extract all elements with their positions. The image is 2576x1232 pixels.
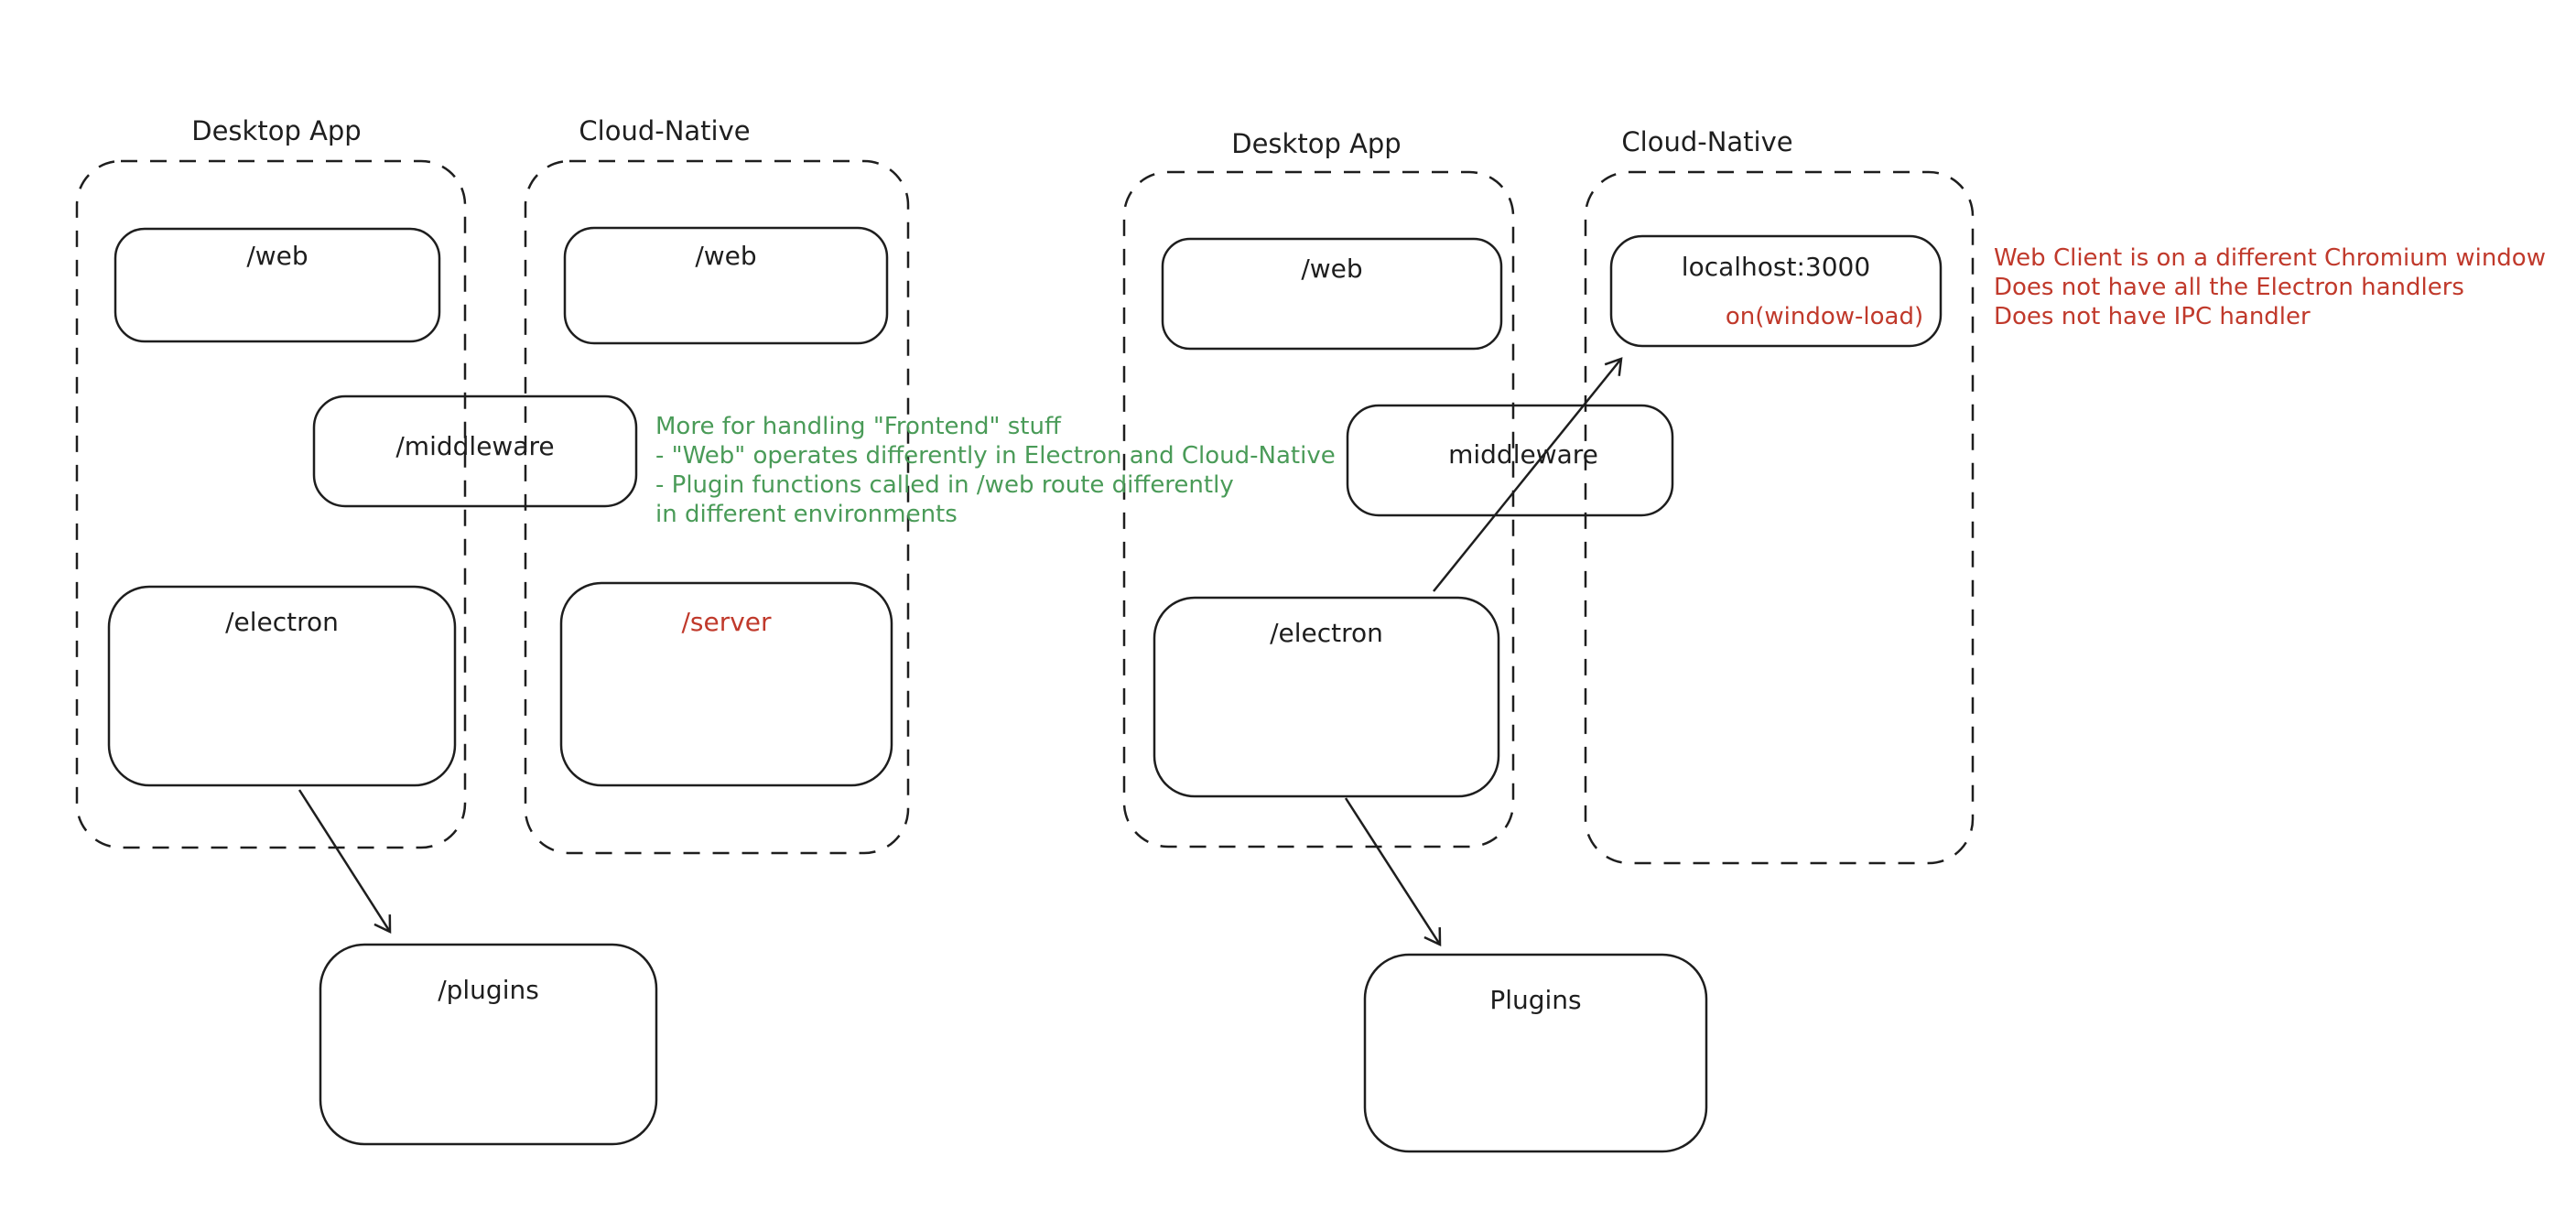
note-green-line-4: in different environments <box>655 501 958 528</box>
label-web-right: /web <box>1301 254 1363 284</box>
label-electron-right: /electron <box>1270 618 1383 648</box>
note-green-line-1: More for handling "Frontend" stuff <box>655 413 1061 440</box>
label-desktop-app-right: Desktop App <box>1231 128 1402 159</box>
note-green-line-3: - Plugin functions called in /web route … <box>655 471 1234 499</box>
container-cloud-native-right <box>1584 170 1975 865</box>
label-electron-left: /electron <box>225 607 339 637</box>
label-desktop-app-left: Desktop App <box>191 115 362 146</box>
container-desktop-app-right <box>1122 170 1515 848</box>
box-server-left <box>559 581 893 787</box>
label-on-window-load: on(window-load) <box>1725 303 1924 330</box>
box-electron-left <box>107 585 457 787</box>
label-middleware-right: middleware <box>1448 439 1598 470</box>
box-plugins-left <box>319 943 658 1146</box>
label-plugins-right: Plugins <box>1489 985 1582 1015</box>
label-cloud-native-left: Cloud-Native <box>579 115 751 146</box>
box-middleware-left <box>312 394 638 508</box>
note-red-line-1: Web Client is on a different Chromium wi… <box>1994 244 2546 272</box>
arrow-electron-to-localhost-right <box>1433 357 1623 592</box>
box-web-right <box>1161 237 1503 351</box>
box-electron-right <box>1153 596 1500 798</box>
label-server-left: /server <box>681 607 772 637</box>
note-frontend-green: More for handling "Frontend" stuff - "We… <box>655 412 1336 529</box>
box-middleware-right <box>1346 404 1674 517</box>
note-web-client-red: Web Client is on a different Chromium wi… <box>1994 243 2546 331</box>
label-cloud-native-right: Cloud-Native <box>1621 126 1793 157</box>
label-plugins-left: /plugins <box>438 975 539 1005</box>
box-web-desktop-left <box>114 227 441 343</box>
arrow-electron-to-plugins-left <box>298 789 392 934</box>
label-web-cloud-left: /web <box>695 241 757 271</box>
box-web-cloud-left <box>563 226 889 345</box>
container-desktop-app-left <box>75 159 467 849</box>
box-plugins-right <box>1363 953 1708 1153</box>
note-red-line-2: Does not have all the Electron handlers <box>1994 274 2464 301</box>
label-web-desktop-left: /web <box>246 241 308 271</box>
note-green-line-2: - "Web" operates differently in Electron… <box>655 442 1336 470</box>
box-localhost-3000 <box>1609 234 1943 348</box>
label-localhost-3000: localhost:3000 <box>1681 252 1871 282</box>
note-red-line-3: Does not have IPC handler <box>1994 303 2311 330</box>
label-middleware-left: /middleware <box>395 431 555 461</box>
arrow-electron-to-plugins-right <box>1344 797 1442 946</box>
